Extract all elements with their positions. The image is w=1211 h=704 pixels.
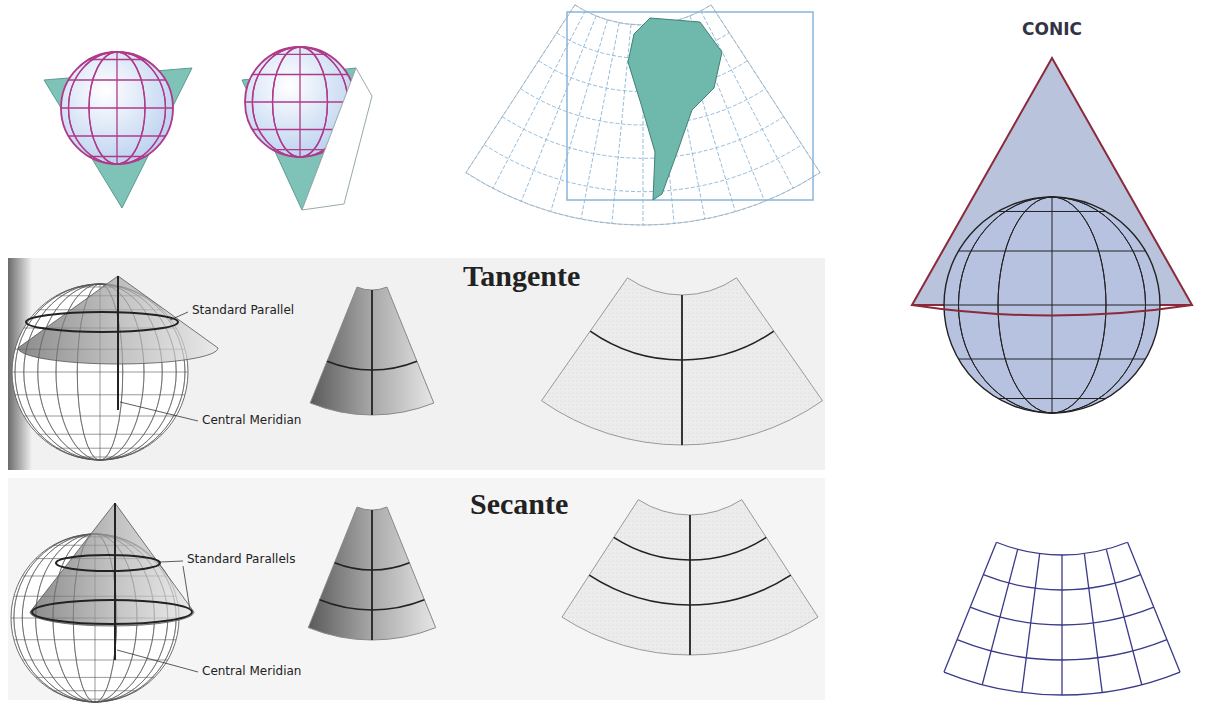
grid-line: [581, 23, 619, 219]
grid-line: [521, 16, 596, 201]
unrolled-cone: [562, 500, 818, 655]
grid-line: [14, 639, 176, 640]
grid-line: [69, 135, 166, 136]
leader-line: [117, 650, 198, 672]
grid-line: [612, 24, 631, 223]
cone-surface: [562, 500, 818, 655]
grid-line: [61, 107, 173, 108]
grid-line: [24, 416, 176, 417]
grid-line: [998, 398, 1106, 399]
grid-line: [958, 359, 1145, 360]
standard-parallel: [56, 555, 160, 571]
callout-label: Standard Parallels: [187, 553, 295, 567]
leader-line: [160, 561, 183, 562]
grid-line: [77, 457, 123, 458]
grid-line: [89, 59, 145, 60]
standard-parallel: [26, 312, 178, 332]
central-meridian: [371, 290, 373, 415]
globe: [61, 52, 173, 164]
grid-line: [1084, 554, 1102, 693]
unrolled-cone: [466, 5, 820, 225]
grid-line: [22, 660, 167, 661]
grid-line: [53, 690, 137, 691]
cone-surface: [310, 287, 434, 415]
row-panel: [8, 258, 825, 470]
grid-line: [36, 677, 155, 678]
panel-title: CONIC: [1022, 20, 1082, 40]
section-title: Tangente: [463, 259, 580, 294]
grid-line: [1106, 549, 1141, 684]
grid-line: [958, 251, 1145, 252]
central-meridian: [689, 515, 691, 655]
grid-line: [89, 156, 145, 157]
grid-line: [245, 101, 355, 102]
grid-line: [273, 54, 328, 55]
globe-disc: [944, 197, 1160, 413]
cone: [30, 503, 194, 626]
grid-line: [1128, 542, 1180, 672]
leader-line: [183, 566, 190, 610]
globe-disc: [61, 52, 173, 164]
section-title: Secante: [470, 487, 568, 522]
grid-line: [15, 394, 185, 395]
grid-line: [12, 372, 188, 373]
cone-surface: [541, 278, 822, 445]
cone-cut: [310, 287, 434, 415]
central-meridian: [114, 503, 116, 660]
cone-surface: [308, 507, 435, 640]
callout-label: Standard Parallel: [192, 304, 294, 318]
grid-line: [551, 20, 608, 212]
grid-line: [701, 11, 793, 188]
globe: [944, 197, 1160, 413]
grid-line: [1022, 554, 1040, 693]
grid-line: [493, 11, 585, 188]
cone-surface: [466, 5, 820, 225]
grid-line: [982, 549, 1017, 684]
central-meridian: [117, 276, 119, 410]
callout-label: Central Meridian: [202, 665, 301, 679]
grid-line: [998, 211, 1106, 212]
standard-parallel: [32, 600, 192, 624]
grid-line: [69, 79, 166, 80]
grid-line: [1061, 555, 1062, 695]
continent-shape: [628, 18, 722, 200]
unrolled-cone: [541, 278, 822, 445]
grid-line: [252, 74, 347, 75]
grid-line: [944, 305, 1160, 306]
grid-line: [38, 434, 162, 435]
grid-line: [56, 448, 144, 449]
callout-label: Central Meridian: [202, 414, 301, 428]
central-meridian: [681, 295, 683, 445]
leader-line: [170, 312, 188, 320]
map-frame: [567, 12, 813, 200]
central-meridian: [371, 510, 373, 640]
grid-line: [73, 699, 116, 700]
tangent-line: [912, 305, 1192, 316]
grid-line: [711, 5, 820, 173]
grid-line: [466, 5, 575, 173]
leader-line: [120, 402, 198, 421]
cone-cut: [308, 507, 435, 640]
grid-line: [273, 149, 328, 150]
cone-flap: [302, 68, 372, 210]
grid-line: [944, 542, 996, 672]
projected-grid: [944, 542, 1180, 695]
